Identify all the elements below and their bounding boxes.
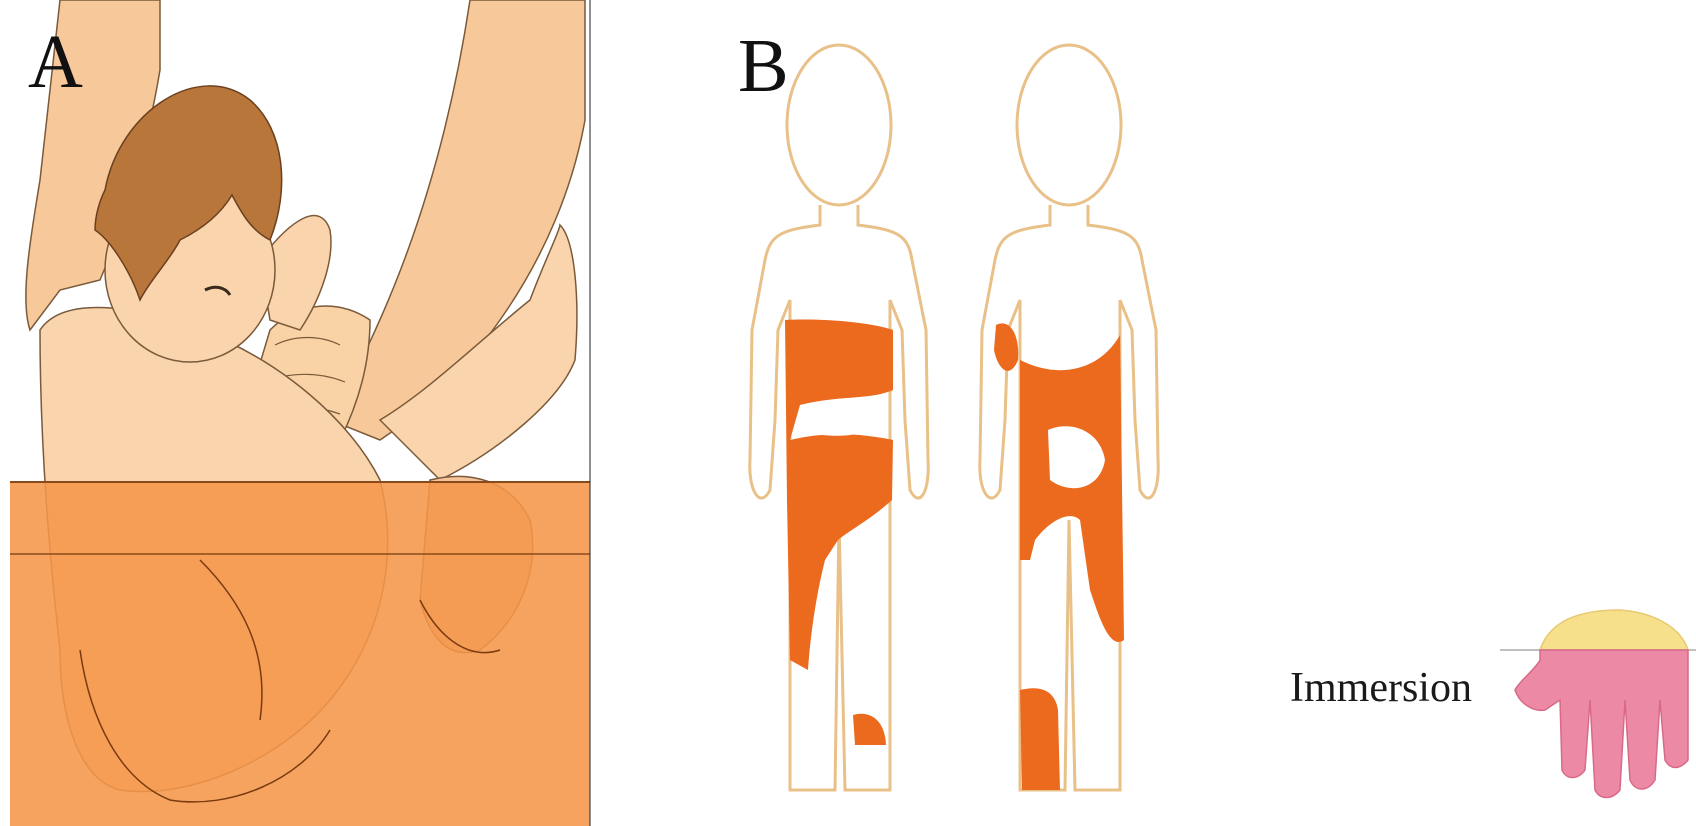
immersion-hand-icon (0, 0, 1696, 826)
